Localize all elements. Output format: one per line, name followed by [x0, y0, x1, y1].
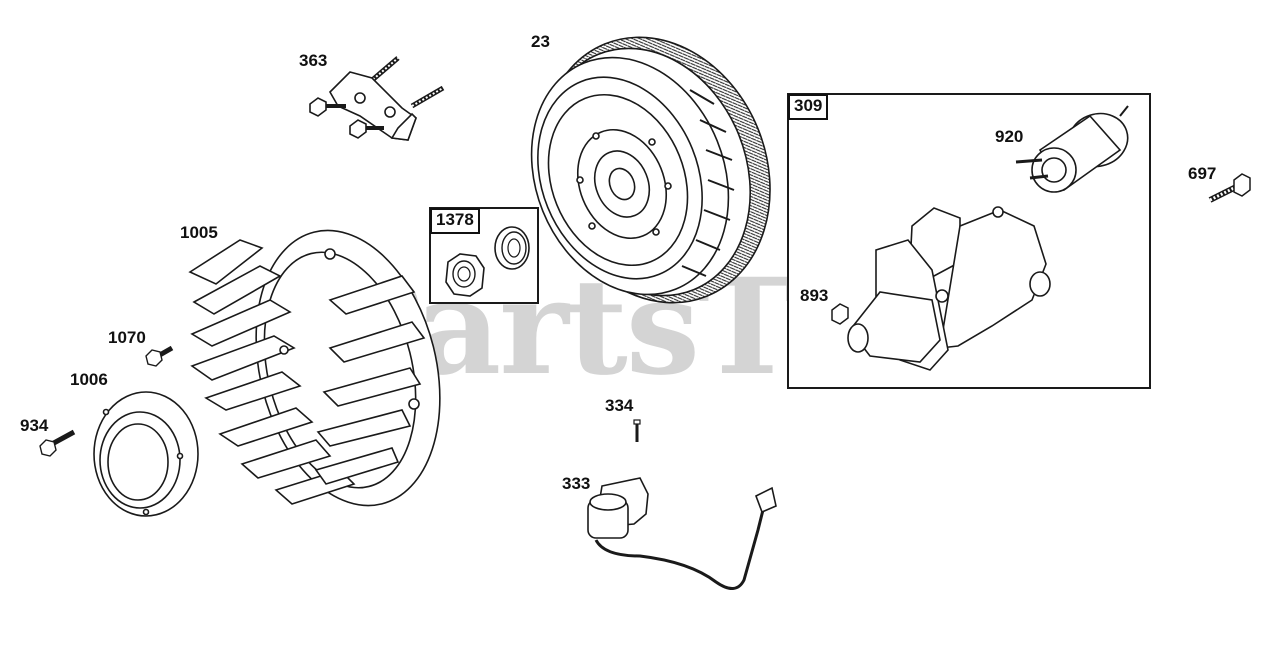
blower-fan-drawing[interactable] — [188, 211, 467, 525]
screw-334-drawing[interactable] — [633, 419, 641, 442]
part-label-333[interactable]: 333 — [562, 474, 591, 493]
part-label-334[interactable]: 334 — [605, 396, 634, 415]
part-label-697[interactable]: 697 — [1188, 164, 1217, 183]
part-label-1005[interactable]: 1005 — [180, 223, 218, 242]
bolt-1070-drawing[interactable] — [145, 345, 174, 367]
part-label-1006[interactable]: 1006 — [70, 370, 108, 389]
ignition-coil-drawing[interactable] — [587, 477, 777, 590]
fan-cover-drawing[interactable] — [93, 391, 199, 517]
bolt-934-drawing[interactable] — [39, 429, 76, 457]
part-label-1378[interactable]: 1378 — [430, 208, 480, 234]
starter-309-box[interactable] — [787, 93, 1151, 389]
part-label-920[interactable]: 920 — [995, 127, 1024, 146]
bolt-697-drawing[interactable] — [1208, 173, 1251, 203]
part-label-934[interactable]: 934 — [20, 416, 49, 435]
part-label-1070[interactable]: 1070 — [108, 328, 146, 347]
part-label-893[interactable]: 893 — [800, 286, 829, 305]
solenoid-920-drawing — [1015, 105, 1129, 193]
flywheel-puller-drawing[interactable] — [309, 56, 445, 141]
part-label-363[interactable]: 363 — [299, 51, 328, 70]
part-label-309[interactable]: 309 — [788, 94, 829, 120]
part-label-23[interactable]: 23 — [531, 32, 550, 51]
flywheel-drawing[interactable] — [497, 3, 809, 338]
starter-motor-drawing — [847, 206, 1051, 371]
